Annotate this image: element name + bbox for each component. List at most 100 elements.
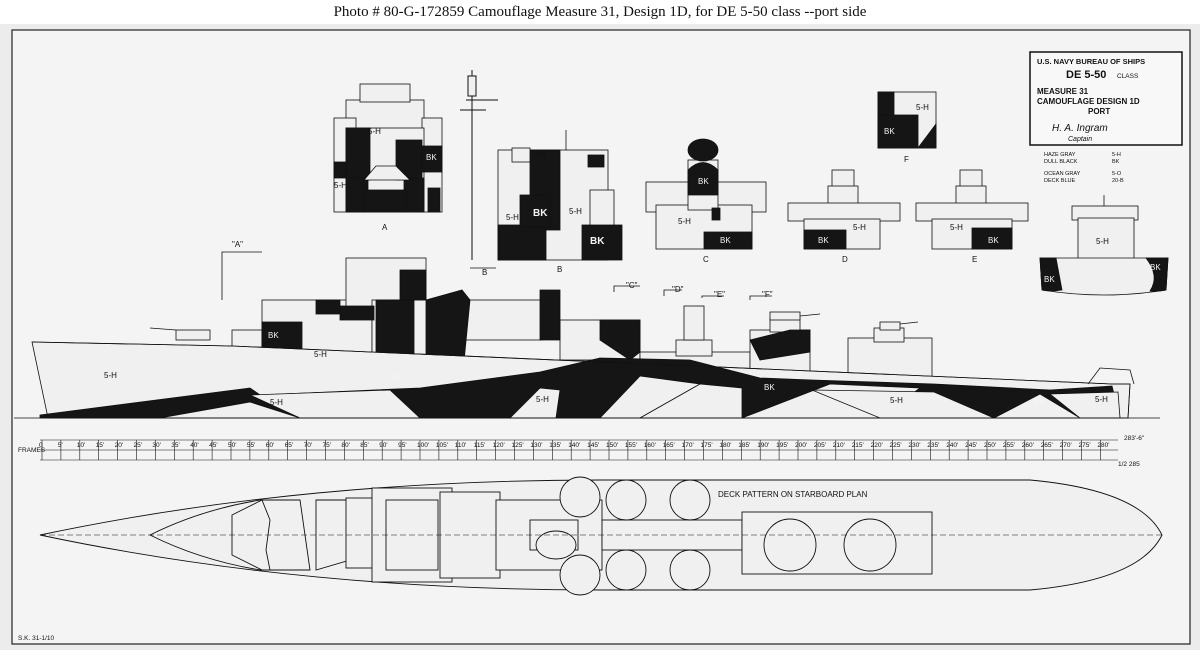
label-haze: 5-H <box>890 396 903 405</box>
scale-tick-label: 140' <box>568 442 580 449</box>
label-black: BK <box>1044 275 1055 284</box>
scale-tick-label: 250' <box>984 442 996 449</box>
label-black: BK <box>533 208 548 219</box>
scale-tick-label: 200' <box>795 442 807 449</box>
section-markers <box>221 251 772 300</box>
label-haze: 5-H <box>104 371 117 380</box>
section-marker-e: "E" <box>714 290 725 299</box>
title-line5: PORT <box>1088 107 1110 116</box>
stern-section-view <box>1039 195 1169 296</box>
label-haze: 5-H <box>569 207 582 216</box>
scale-tick-label: 210' <box>833 442 845 449</box>
scale-tick-label: 160' <box>644 442 656 449</box>
scale-tick-label: 215' <box>852 442 864 449</box>
label-haze: 5-H <box>950 223 963 232</box>
scale-tick-label: 15' <box>96 442 104 449</box>
legend-haze-name: HAZE GRAY <box>1044 152 1076 158</box>
section-view-e <box>915 169 1029 250</box>
scale-tick-label: 245' <box>965 442 977 449</box>
port-profile <box>14 257 1160 419</box>
legend-deck-name: DECK BLUE <box>1044 178 1076 184</box>
label-black: BK <box>818 236 829 245</box>
scale-tick-label: 170' <box>682 442 694 449</box>
view-letter-c: C <box>703 255 709 264</box>
legend-deck-code: 20-B <box>1112 178 1124 184</box>
section-view-f <box>877 91 937 149</box>
section-view-d <box>787 169 901 250</box>
scale-tick-label: 105' <box>436 442 448 449</box>
legend-ocean-name: OCEAN GRAY <box>1044 171 1081 177</box>
scale-tick-label: 120' <box>493 442 505 449</box>
label-black: BK <box>426 153 437 162</box>
label-haze: 5-H <box>533 150 546 159</box>
scale-tick-label: 65' <box>285 442 293 449</box>
mast <box>460 70 498 260</box>
section-view-a <box>333 83 443 213</box>
title-line1: U.S. NAVY BUREAU OF SHIPS <box>1037 57 1145 66</box>
label-black: BK <box>1150 263 1161 272</box>
view-letter-a: A <box>382 223 388 232</box>
scale-tick-label: 220' <box>871 442 883 449</box>
scale-tick-label: 255' <box>1003 442 1015 449</box>
label-black: BK <box>988 236 999 245</box>
label-haze: 5-H <box>916 103 929 112</box>
scale-tick-label: 50' <box>228 442 236 449</box>
scale-tick-label: 35' <box>171 442 179 449</box>
scale-tick-label: 70' <box>304 442 312 449</box>
view-letter-b: B <box>557 265 562 274</box>
label-haze: 5-H <box>853 223 866 232</box>
label-black: BK <box>1034 398 1045 407</box>
scale-tick-label: 150' <box>606 442 618 449</box>
scale-tick-label: 75' <box>323 442 331 449</box>
scale-tick-label: 195' <box>776 442 788 449</box>
legend-black-code: BK <box>1112 159 1120 165</box>
title-line4: CAMOUFLAGE DESIGN 1D <box>1037 97 1140 106</box>
section-marker-d: "D" <box>672 285 684 294</box>
scale-end-top: 283'-6" <box>1124 435 1145 442</box>
scale-tick-label: 185' <box>738 442 750 449</box>
label-black: BK <box>720 236 731 245</box>
label-haze: 5-H <box>270 398 283 407</box>
legend-black-name: DULL BLACK <box>1044 159 1078 165</box>
section-marker-f: "F" <box>762 290 773 299</box>
scale-tick-label: 45' <box>209 442 217 449</box>
scale-tick-label: 10' <box>77 442 85 449</box>
label-haze: 5-H <box>678 217 691 226</box>
title-block: U.S. NAVY BUREAU OF SHIPS DE 5-50 CLASS … <box>1029 51 1183 146</box>
section-marker-c: "C" <box>626 281 638 290</box>
drawing-stamp: S.K. 31-1/10 <box>18 635 55 642</box>
label-haze: 5-H <box>506 213 519 222</box>
frames-label: FRAMES <box>18 447 46 454</box>
scale-tick-label: 60' <box>266 442 274 449</box>
scale-tick-label: 90' <box>379 442 387 449</box>
legend-haze-code: 5-H <box>1112 152 1121 158</box>
scale-end-bottom: 1/2 285 <box>1118 461 1140 468</box>
label-black: BK <box>884 127 895 136</box>
scale-tick-label: 135' <box>549 442 561 449</box>
scale-tick-label: 130' <box>530 442 542 449</box>
paint-legend: HAZE GRAY 5-H DULL BLACK BK OCEAN GRAY 5… <box>1044 152 1124 184</box>
view-letter-e: E <box>972 255 977 264</box>
photo-caption: Photo # 80-G-172859 Camouflage Measure 3… <box>333 4 867 20</box>
scale-tick-label: 40' <box>190 442 198 449</box>
label-black: BK <box>590 236 605 247</box>
view-letter-f: F <box>904 155 909 164</box>
scale-tick-label: 270' <box>1060 442 1072 449</box>
signature: H. A. Ingram <box>1052 123 1108 134</box>
scale-tick-label: 25' <box>134 442 142 449</box>
label-haze: 5-H <box>368 127 381 136</box>
label-haze: 5-H <box>1095 395 1108 404</box>
label-black: BK <box>392 373 403 382</box>
scale-tick-label: 260' <box>1022 442 1034 449</box>
signature-title: Captain <box>1068 136 1092 143</box>
scale-tick-label: 155' <box>625 442 637 449</box>
scale-tick-label: 230' <box>908 442 920 449</box>
scale-tick-label: 100' <box>417 442 429 449</box>
section-view-b <box>497 130 623 261</box>
title-line3: MEASURE 31 <box>1037 87 1089 96</box>
scale-tick-label: 265' <box>1041 442 1053 449</box>
scale-tick-label: 165' <box>663 442 675 449</box>
scale-tick-label: 145' <box>587 442 599 449</box>
